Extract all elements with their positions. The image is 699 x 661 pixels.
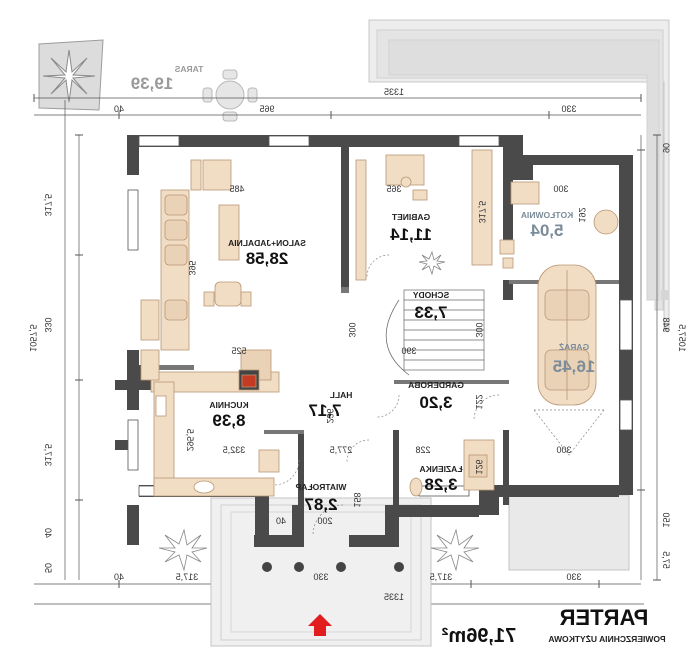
dim-top-left: 40 xyxy=(114,104,124,114)
dim-right-c: 150 xyxy=(661,512,671,527)
doors xyxy=(273,254,605,536)
dim-277: 277,5 xyxy=(330,445,353,455)
dim-40-wiatrolap: 40 xyxy=(276,516,286,526)
wiatrolap-area: 2,87 xyxy=(304,495,337,514)
dim-300-hall: 300 xyxy=(347,322,357,337)
dim-485: 485 xyxy=(229,184,244,194)
dim-126: 126 xyxy=(474,459,484,474)
hall-name: HALL xyxy=(330,390,353,400)
dim-left-c: 317,5 xyxy=(43,444,53,467)
garaz-area: 16,45 xyxy=(553,357,596,376)
boiler-icon xyxy=(593,209,619,235)
kotlownia-name: KOTŁOWNIA xyxy=(521,210,573,220)
garderoba-area: 3,20 xyxy=(419,393,452,412)
decorative-plant-icon xyxy=(42,49,96,103)
dim-top-right: 330 xyxy=(561,104,576,114)
kotlownia-area: 5,04 xyxy=(530,221,564,240)
dim-bottom-b: 330 xyxy=(313,572,328,582)
dim-bottom-total: 1335 xyxy=(384,592,404,602)
dim-300-schody: 300 xyxy=(474,322,484,337)
dim-158: 158 xyxy=(352,492,362,507)
floor-subtitle: POWIERZCHNIA UŻYTKOWA xyxy=(548,634,665,644)
kuchnia-name: KUCHNIA xyxy=(209,400,248,410)
schody-name: SCHODY xyxy=(412,290,449,300)
dim-bottom-left: 40 xyxy=(114,572,124,582)
dim-228: 228 xyxy=(415,445,430,455)
dim-top-mid: 965 xyxy=(259,104,274,114)
dim-left-b: 330 xyxy=(43,317,53,332)
dim-365: 365 xyxy=(386,184,401,194)
vertical-dims: 317,5 330 317,5 40 50 1057,5 90 948 150 … xyxy=(28,143,687,573)
dim-122: 122 xyxy=(474,394,484,409)
taras-name: TARAS xyxy=(174,64,203,74)
total-area: 71,96m² xyxy=(441,625,516,647)
dim-236: 236 xyxy=(325,408,335,423)
dim-192: 192 xyxy=(577,207,587,222)
garage-apron xyxy=(508,494,630,571)
dim-left-a: 317,5 xyxy=(43,194,53,217)
dim-top-total: 1335 xyxy=(384,87,404,97)
dim-right-total: 1057,5 xyxy=(677,324,687,352)
wiatrolap-name: WIATROŁAP xyxy=(295,482,346,492)
dim-right-b: 948 xyxy=(661,317,671,332)
dim-200: 200 xyxy=(317,516,332,526)
dim-left-d: 40 xyxy=(43,528,53,538)
dim-right-d: 57,5 xyxy=(661,551,671,569)
dim-395: 395 xyxy=(187,260,197,275)
dim-300-gar: 300 xyxy=(556,445,571,455)
salon-name: SALON+JADALNIA xyxy=(228,238,306,248)
taras-area: 19,39 xyxy=(131,74,174,93)
entry-arrow-icon xyxy=(308,614,332,636)
dim-295: 295,5 xyxy=(185,429,195,452)
dim-bottom-d: 330 xyxy=(566,572,581,582)
dim-332: 332,5 xyxy=(223,445,246,455)
dim-left-e: 50 xyxy=(43,563,53,573)
salon-area: 28,58 xyxy=(246,249,289,268)
car-icon xyxy=(537,264,597,406)
outdoor-table xyxy=(202,69,258,122)
dim-525: 525 xyxy=(231,346,246,356)
dim-right-a: 90 xyxy=(661,143,671,153)
gabinet-area: 11,14 xyxy=(390,225,432,244)
plan-drawing xyxy=(33,19,670,647)
dim-317-gab: 317,5 xyxy=(477,201,487,224)
schody-area: 7,33 xyxy=(414,303,447,322)
dim-left-total: 1057,5 xyxy=(28,324,38,352)
outdoor-plants xyxy=(158,250,480,572)
garderoba-name: GARDEROBA xyxy=(408,380,464,390)
hall-area: 7,17 xyxy=(308,401,341,420)
lazienka-name: ŁAZIENKA xyxy=(420,464,463,474)
dim-390: 390 xyxy=(401,346,416,356)
lazienka-area: 3,28 xyxy=(424,475,457,494)
terrace xyxy=(38,19,670,331)
labels: TARAS 19,39 SALON+JADALNIA 28,58 GABINET… xyxy=(114,64,666,647)
dim-300-kot: 300 xyxy=(553,184,568,194)
entrance-pillars xyxy=(262,562,404,572)
garaz-name: GARAŻ xyxy=(559,342,589,352)
dim-bottom-c: 317,5 xyxy=(430,572,453,582)
gabinet-name: GABINET xyxy=(391,212,430,222)
kuchnia-area: 8,39 xyxy=(212,411,245,430)
furniture xyxy=(140,149,619,497)
stairs xyxy=(385,289,485,376)
floor-title: PARTER xyxy=(559,605,648,630)
dim-bottom-a: 317,5 xyxy=(176,572,199,582)
